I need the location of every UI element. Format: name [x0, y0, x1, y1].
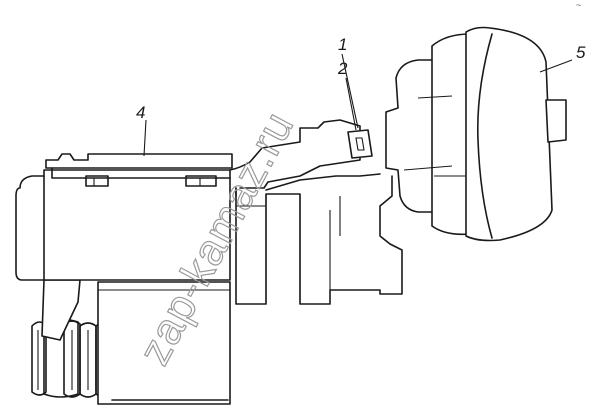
main-housing [15, 119, 403, 305]
cover-plate [45, 153, 233, 187]
callout-1: 1 [338, 35, 347, 54]
callout-2: 2 [337, 59, 348, 78]
lower-housing [97, 281, 231, 405]
callout-4: 4 [136, 103, 145, 122]
leader-lines [143, 53, 573, 157]
bolt [347, 129, 373, 159]
corner-mark: ~ [576, 0, 581, 10]
brake-chamber [385, 26, 567, 242]
callout-5: 5 [576, 43, 586, 62]
